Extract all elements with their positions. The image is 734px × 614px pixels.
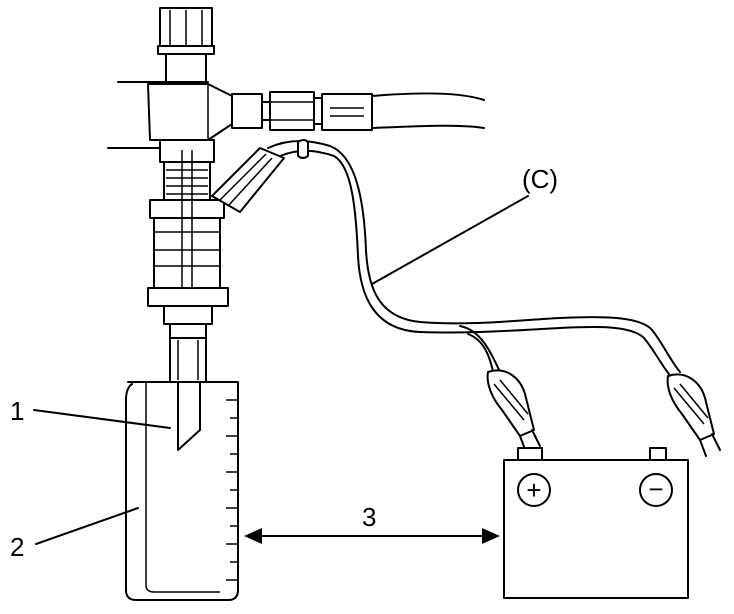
measuring-cylinder bbox=[125, 381, 239, 601]
leader-line-2 bbox=[35, 507, 139, 545]
leader-line-c bbox=[371, 195, 529, 285]
battery: + − bbox=[503, 447, 689, 599]
distance-arrow bbox=[244, 528, 500, 544]
test-harness bbox=[267, 139, 721, 457]
graduation-marks bbox=[226, 399, 238, 581]
negative-symbol: − bbox=[648, 474, 663, 504]
leader-line-1 bbox=[33, 409, 171, 429]
injector-tube bbox=[169, 337, 207, 451]
positive-terminal-icon bbox=[517, 473, 551, 507]
fuel-rail-assembly bbox=[107, 7, 485, 339]
negative-terminal-icon bbox=[639, 473, 673, 507]
callout-3: 3 bbox=[362, 502, 376, 532]
callout-c: (C) bbox=[522, 164, 558, 194]
callout-2: 2 bbox=[10, 532, 24, 562]
positive-symbol: + bbox=[526, 475, 541, 505]
callout-1: 1 bbox=[10, 396, 24, 426]
